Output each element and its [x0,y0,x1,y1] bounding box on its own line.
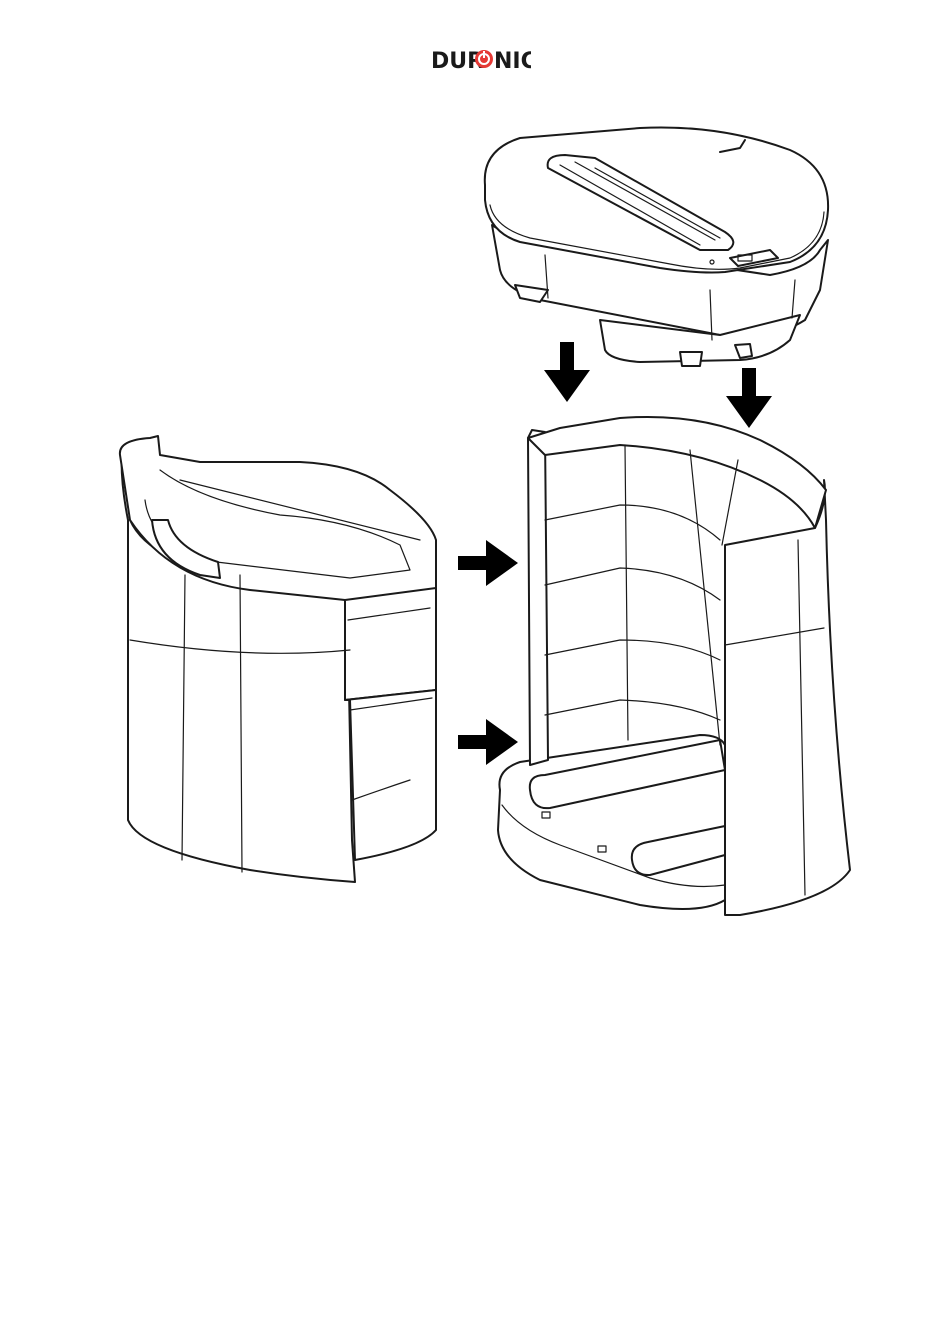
arrow-down-icon [726,368,772,428]
arrow-right-icon [458,719,518,765]
arrow-right-icon [458,540,518,586]
arrow-down-icon [544,342,590,402]
waste-bin [120,436,436,882]
bin-frame [498,417,850,915]
shredder-head [485,127,828,366]
